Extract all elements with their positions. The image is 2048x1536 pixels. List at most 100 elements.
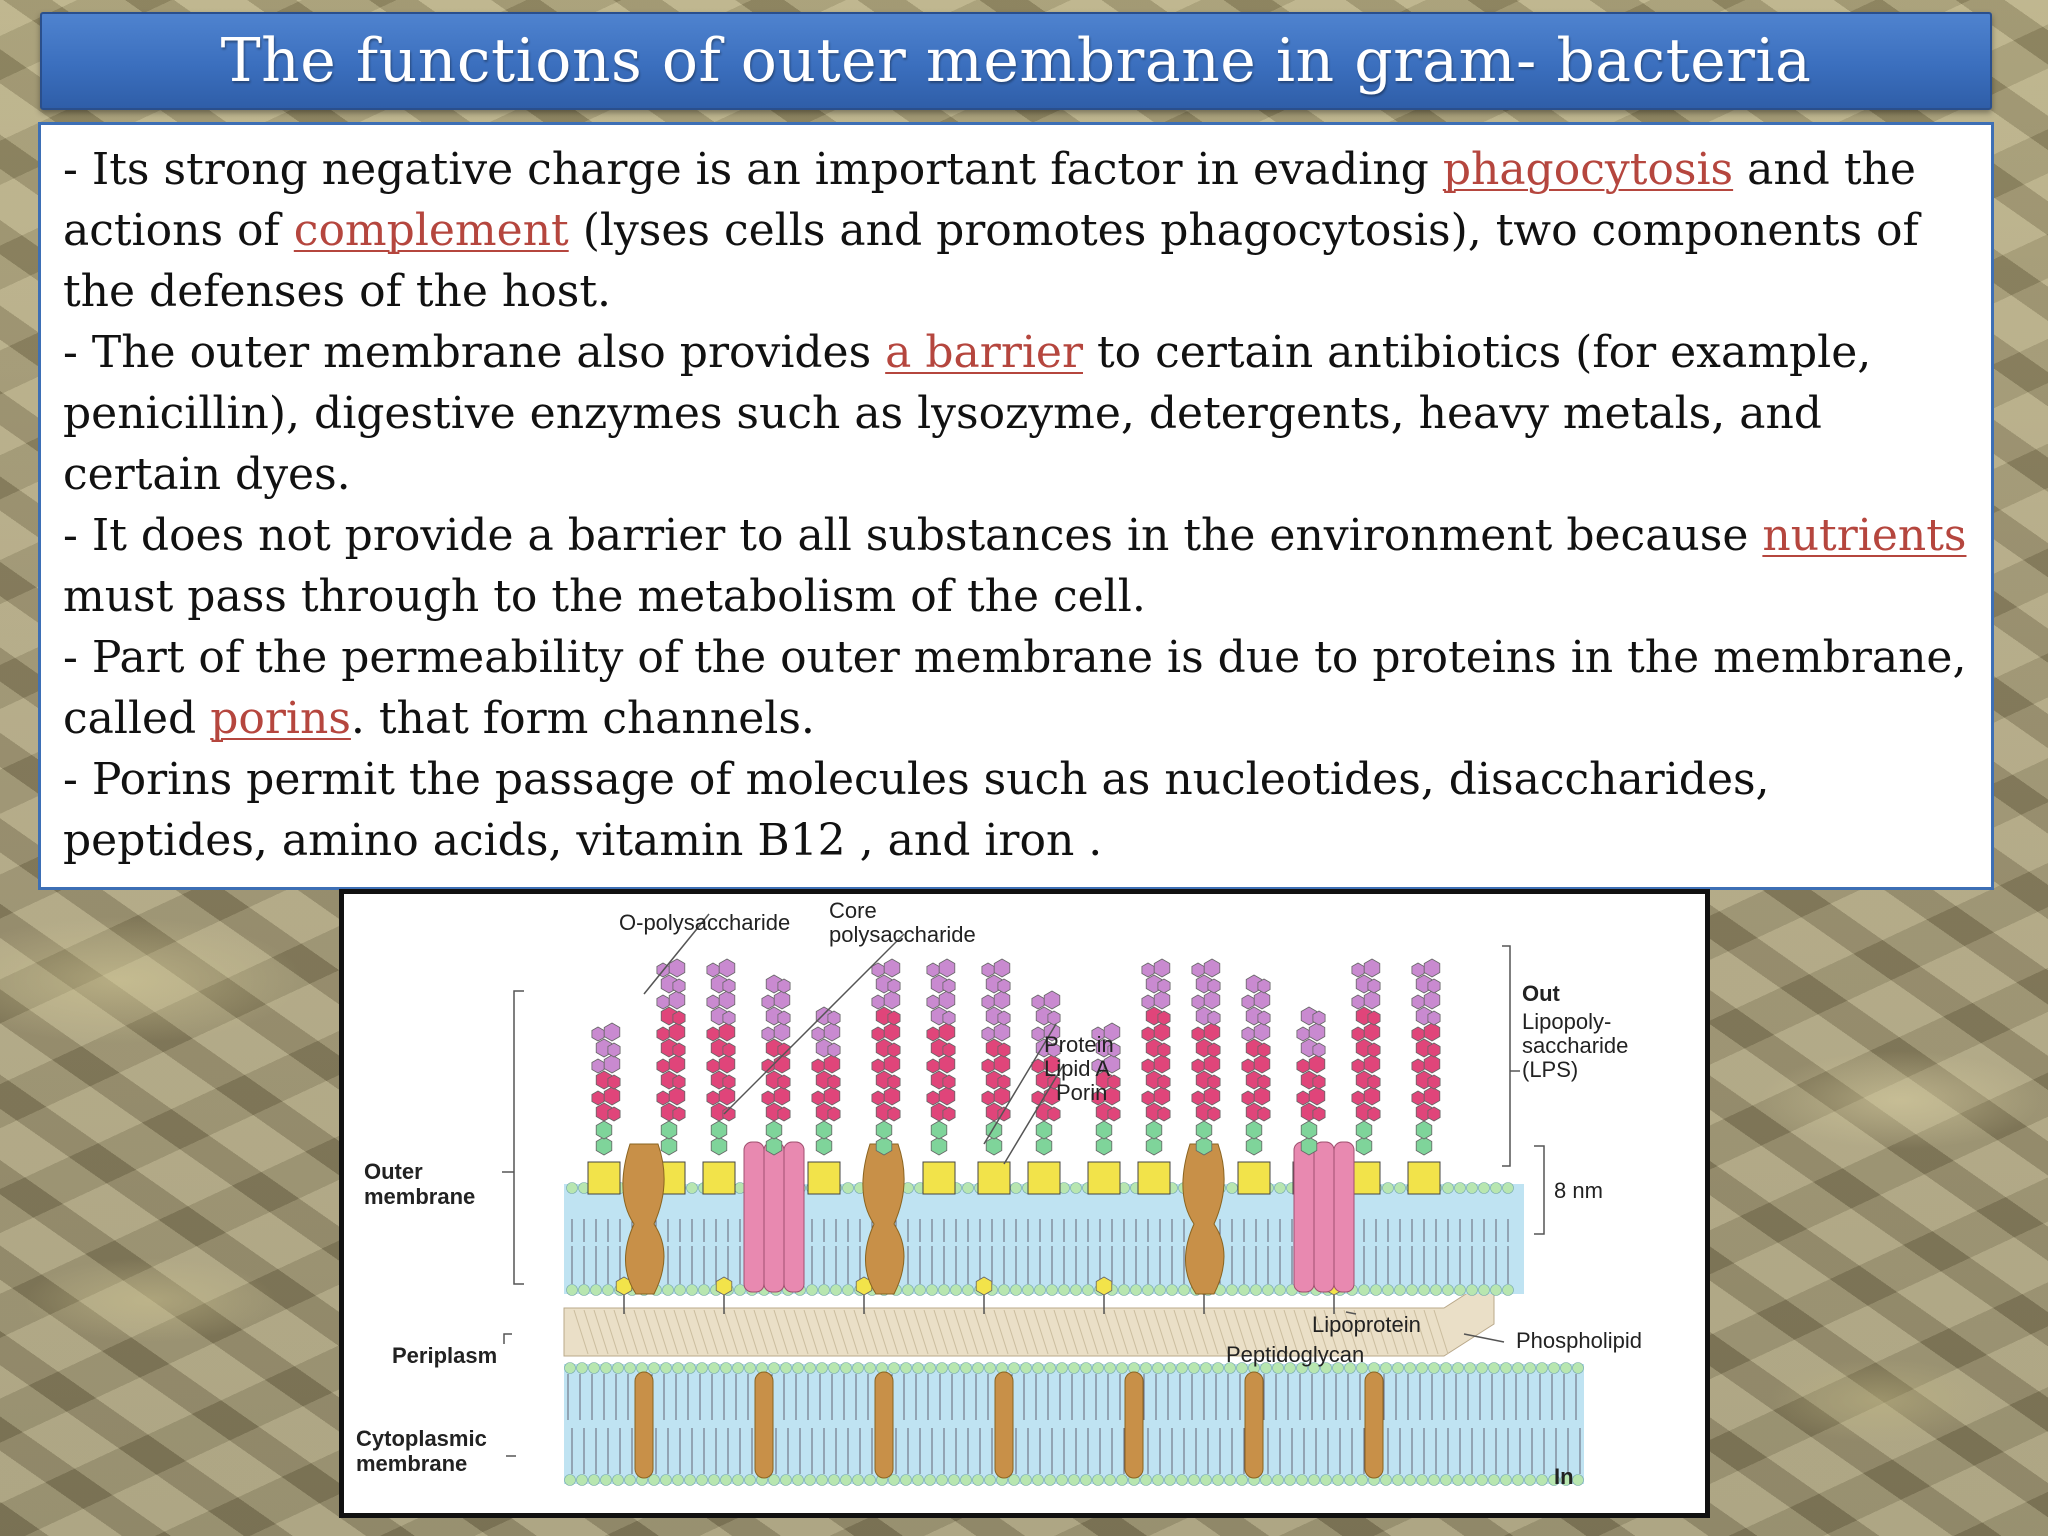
membrane-protein (1364, 1371, 1384, 1479)
link-nutrients[interactable]: nutrients (1762, 510, 1967, 561)
head-group (662, 1284, 674, 1296)
peptidoglycan-strand (1433, 1309, 1449, 1355)
head-group (1092, 1362, 1104, 1374)
head-group (1452, 1362, 1464, 1374)
sugar-unit (1031, 994, 1045, 1010)
label-porin: Porin (1056, 1080, 1107, 1105)
peptidoglycan-strand (773, 1309, 789, 1355)
head-group (1044, 1362, 1056, 1374)
sugar-unit (773, 990, 791, 1010)
sugar-unit (938, 958, 956, 978)
sugar-unit (1207, 1042, 1221, 1058)
head-group (674, 1284, 686, 1296)
peptidoglycan-strand (743, 1309, 759, 1355)
head-group (1058, 1284, 1070, 1296)
sugar-unit (1423, 1086, 1441, 1106)
sugar-unit (591, 1058, 605, 1074)
sugar-unit (1191, 1058, 1205, 1074)
peptidoglycan-strand (1193, 1309, 1209, 1355)
sugar-unit (607, 1074, 621, 1090)
head-group (1008, 1474, 1020, 1486)
sugar-unit (1191, 1026, 1205, 1042)
bullet-negative-charge: - Its strong negative charge is an impor… (63, 144, 1919, 317)
head-group (1536, 1474, 1548, 1486)
label-leader-lines (502, 913, 1545, 1457)
head-group (1284, 1474, 1296, 1486)
head-group (780, 1362, 792, 1374)
head-group (578, 1284, 590, 1296)
sugar-unit (1351, 1090, 1365, 1106)
link-a-barrier[interactable]: a barrier (885, 327, 1083, 378)
head-group (1380, 1362, 1392, 1374)
peptidoglycan-strand (583, 1309, 599, 1355)
sugar-unit (981, 1090, 995, 1106)
head-group (1274, 1182, 1286, 1194)
sugar-unit (1241, 1058, 1255, 1074)
sugar-unit (887, 1106, 901, 1122)
outer-membrane-diagram: O-polysaccharide Core polysaccharide Out… (339, 889, 1710, 1518)
sugar-unit (1253, 1054, 1271, 1074)
sugar-unit (1355, 1136, 1373, 1156)
head-group (734, 1284, 746, 1296)
porin-barrel (1313, 1141, 1335, 1293)
head-group (1394, 1182, 1406, 1194)
sugar-unit (1207, 1074, 1221, 1090)
sugar-unit (706, 962, 720, 978)
head-group (912, 1362, 924, 1374)
head-group (1392, 1362, 1404, 1374)
head-group (1010, 1284, 1022, 1296)
sugar-unit (926, 1090, 940, 1106)
sugar-unit (1203, 1054, 1221, 1074)
head-group (686, 1182, 698, 1194)
head-group (1428, 1474, 1440, 1486)
peptidoglycan-strand (883, 1309, 899, 1355)
sugar-unit (993, 1022, 1011, 1042)
link-complement[interactable]: complement (293, 205, 569, 256)
sugar-unit (595, 1120, 613, 1140)
porin-barrel (743, 1141, 765, 1293)
peptidoglycan-strand (1293, 1309, 1309, 1355)
bullet-porins-permeability: - Part of the permeability of the outer … (63, 632, 1967, 744)
head-group (948, 1474, 960, 1486)
head-group (842, 1284, 854, 1296)
peptidoglycan-strand (1393, 1309, 1409, 1355)
link-porins[interactable]: porins (210, 693, 351, 744)
head-group (1500, 1362, 1512, 1374)
head-group (648, 1362, 660, 1374)
sugar-unit (603, 1022, 621, 1042)
head-group (924, 1474, 936, 1486)
head-group (852, 1474, 864, 1486)
head-group (660, 1362, 672, 1374)
sugar-unit (1296, 1026, 1310, 1042)
sugar-unit (1312, 1010, 1326, 1026)
head-group (696, 1362, 708, 1374)
sugar-unit (1043, 990, 1061, 1010)
head-group (686, 1284, 698, 1296)
head-group (612, 1474, 624, 1486)
sugar-unit (1411, 1090, 1425, 1106)
bullet-nutrients: - It does not provide a barrier to all s… (63, 510, 1967, 622)
head-group (900, 1474, 912, 1486)
sugar-unit (1351, 962, 1365, 978)
head-group (1260, 1362, 1272, 1374)
head-group (1070, 1284, 1082, 1296)
sugar-unit (871, 1026, 885, 1042)
sugar-unit (993, 990, 1011, 1010)
outer-membrane-layer (564, 1141, 1524, 1314)
label-out: Out (1522, 981, 1561, 1006)
head-group (600, 1362, 612, 1374)
link-phagocytosis[interactable]: phagocytosis (1442, 144, 1734, 195)
peptidoglycan-strand (1083, 1309, 1099, 1355)
sugar-unit (1095, 1120, 1113, 1140)
head-group (972, 1474, 984, 1486)
sugar-unit (595, 1136, 613, 1156)
sugar-unit (1191, 1090, 1205, 1106)
head-group (1056, 1362, 1068, 1374)
lipid-a-square (1027, 1161, 1061, 1195)
sugar-unit (997, 1074, 1011, 1090)
peptidoglycan-strand (1023, 1309, 1039, 1355)
head-group (1082, 1284, 1094, 1296)
head-group (566, 1284, 578, 1296)
sugar-unit (997, 1010, 1011, 1026)
sugar-unit (668, 1086, 686, 1106)
